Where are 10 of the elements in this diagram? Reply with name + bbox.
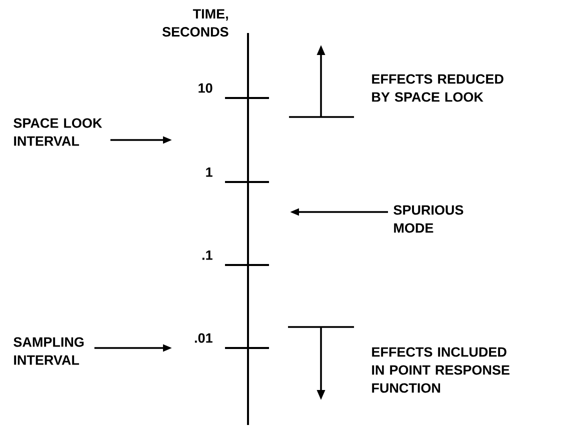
annotation-text: EFFECTS REDUCED BY SPACE LOOK	[372, 74, 504, 102]
tick-label: 10	[198, 83, 212, 93]
annotation-text: SPACE LOOK INTERVAL	[14, 118, 102, 146]
annotation-text: SAMPLING INTERVAL	[14, 337, 84, 365]
tick-label: .1	[202, 250, 212, 260]
tick-label: .01	[194, 333, 212, 343]
annotation-text: SPURIOUS MODE	[394, 205, 464, 233]
axis-title: TIME, SECONDS	[162, 9, 228, 37]
tick-label: 1	[206, 168, 212, 177]
annotation-text: EFFECTS INCLUDED IN POINT RESPONSE FUNCTION	[372, 347, 510, 393]
